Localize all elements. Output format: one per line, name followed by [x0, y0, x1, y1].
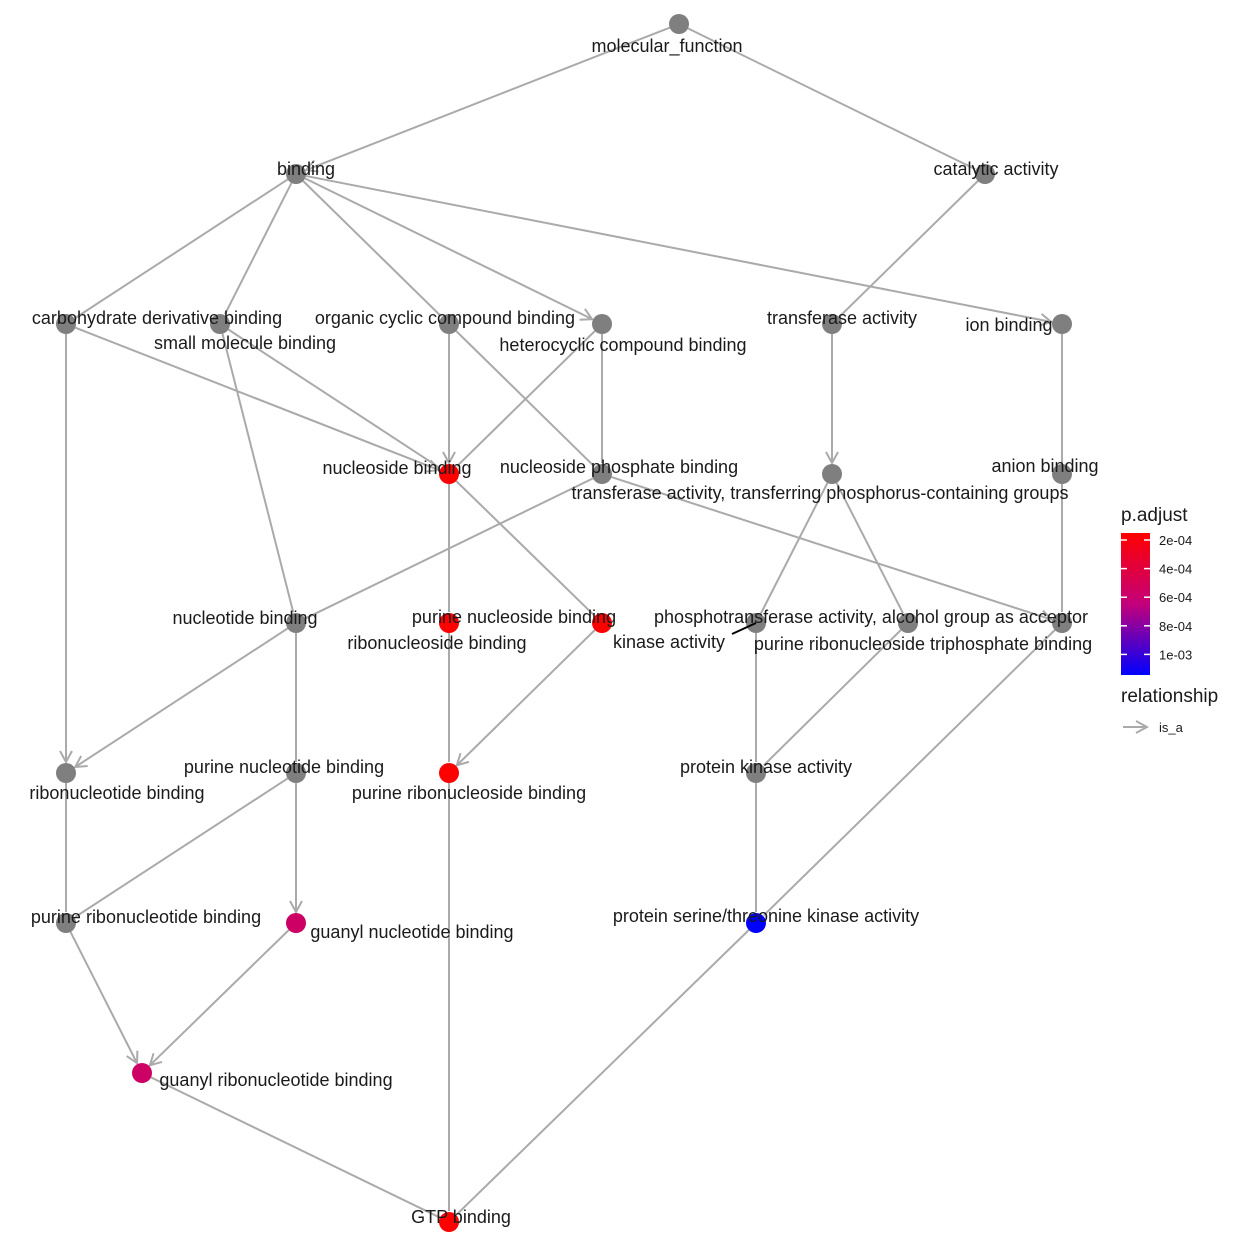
- node-proteinkinase[interactable]: [746, 763, 766, 783]
- node-label-anion: anion binding: [991, 456, 1098, 476]
- kinase-label-leader-line: [731, 622, 757, 635]
- node-label-phosphotrans: phosphotransferase activity, alcohol gro…: [654, 607, 1088, 627]
- node-purinenucleotide[interactable]: [286, 763, 306, 783]
- edge-hetero-to-nucleoside: [456, 330, 596, 468]
- node-small[interactable]: [210, 314, 230, 334]
- node-label-catalytic: catalytic activity: [933, 159, 1058, 179]
- node-label-guanylnucleotide: guanyl nucleotide binding: [310, 922, 513, 942]
- edge-nucphos-to-nucleotide: [305, 477, 594, 620]
- node-label-organic: organic cyclic compound binding: [315, 308, 575, 328]
- edge-nucphos-to-purineribotri: [611, 476, 1052, 620]
- legend-relationship-item: is_a: [1159, 720, 1184, 735]
- edge-binding-to-carb: [74, 178, 289, 319]
- node-organic[interactable]: [439, 314, 459, 334]
- node-label-nucphos: nucleoside phosphate binding: [500, 457, 738, 477]
- node-label-gtp: GTP binding: [411, 1207, 511, 1227]
- edge-small-to-nucleoside: [227, 328, 441, 469]
- node-purinenucleoside[interactable]: [592, 613, 612, 633]
- edge-serthr-to-gtp: [456, 929, 750, 1216]
- edge-binding-to-small: [224, 182, 293, 315]
- edge-guanylribonucleotide-to-gtp: [150, 1076, 440, 1219]
- node-hetero[interactable]: [592, 314, 612, 334]
- node-phosphotrans[interactable]: [898, 613, 918, 633]
- node-label-ion: ion binding: [965, 315, 1052, 335]
- node-label-nucleoside: nucleoside binding: [322, 458, 471, 478]
- legend: p.adjust 2e-04 4e-04 6e-04 8e-04 1e-03 relat…: [1121, 505, 1218, 735]
- legend-tick-label: 2e-04: [1159, 533, 1192, 548]
- node-label-ribonucleoside: ribonucleoside binding: [347, 633, 526, 653]
- edge-catalytic-to-transferase: [839, 180, 979, 318]
- node-guanylribonucleotide[interactable]: [132, 1063, 152, 1083]
- node-binding[interactable]: [286, 164, 306, 184]
- node-layer: [56, 14, 1072, 1232]
- node-label-purineribotri: purine ribonucleoside triphosphate bindi…: [754, 634, 1092, 654]
- legend-colorbar: [1121, 533, 1150, 675]
- node-gtp[interactable]: [439, 1212, 459, 1232]
- edge-layer: [66, 26, 1063, 1219]
- edge-small-to-nucleotide: [221, 333, 295, 613]
- edge-carb-to-nucleoside: [74, 326, 438, 470]
- edge-purineribotri-to-serthr: [763, 629, 1056, 917]
- node-label-ribonucleotide: ribonucleotide binding: [29, 783, 204, 803]
- edge-nucleoside-to-purinenucleoside: [455, 480, 595, 617]
- node-ion[interactable]: [1052, 314, 1072, 334]
- edge-mf-to-binding: [306, 26, 671, 170]
- edge-transphos-to-phosphotrans: [835, 482, 904, 614]
- node-label-transphos: transferase activity, transferring phosp…: [572, 483, 1069, 503]
- edge-binding-to-ion: [305, 174, 1051, 322]
- node-label-carb: carbohydrate derivative binding: [32, 308, 282, 328]
- node-catalytic[interactable]: [975, 164, 995, 184]
- edge-binding-to-hetero: [304, 177, 592, 319]
- node-purineribonucleotide[interactable]: [56, 913, 76, 933]
- node-label-hetero: heterocyclic compound binding: [499, 335, 746, 355]
- node-anion[interactable]: [1052, 464, 1072, 484]
- legend-tick-label: 4e-04: [1159, 562, 1192, 577]
- node-serthr[interactable]: [746, 913, 766, 933]
- edge-mf-to-catalytic: [687, 27, 976, 171]
- node-label-small: small molecule binding: [154, 333, 336, 353]
- node-label-serthr: protein serine/threonine kinase activity: [613, 906, 919, 926]
- node-ribonucleotide[interactable]: [56, 763, 76, 783]
- legend-tick-label: 6e-04: [1159, 590, 1192, 605]
- edge-nucleotide-to-ribonucleotide: [75, 627, 289, 767]
- node-label-mf: molecular_function: [591, 36, 742, 57]
- node-label-nucleotide: nucleotide binding: [172, 608, 317, 628]
- node-nucleoside[interactable]: [439, 464, 459, 484]
- legend-tick-label: 1e-03: [1159, 647, 1192, 662]
- node-label-kinase: kinase activity: [613, 632, 725, 652]
- node-ribonucleoside[interactable]: [439, 613, 459, 633]
- edge-binding-to-organic: [302, 180, 442, 318]
- node-label-purinenucleoside: purine nucleoside binding: [412, 607, 616, 627]
- edge-purinenucleotide-to-purineribonucleotide: [74, 777, 289, 918]
- node-transferase[interactable]: [822, 314, 842, 334]
- node-purineribonucleoside[interactable]: [439, 763, 459, 783]
- legend-tick-label: 8e-04: [1159, 619, 1192, 634]
- legend-ticks: 2e-04 4e-04 6e-04 8e-04 1e-03: [1121, 533, 1192, 662]
- node-purineribotri[interactable]: [1052, 613, 1072, 633]
- node-label-purineribonucleotide: purine ribonucleotide binding: [31, 907, 261, 927]
- node-label-proteinkinase: protein kinase activity: [680, 757, 852, 777]
- node-label-guanylribonucleotide: guanyl ribonucleotide binding: [159, 1070, 392, 1090]
- node-label-transferase: transferase activity: [767, 308, 917, 328]
- edge-purinenucleoside-to-purineribonucleoside: [457, 629, 596, 765]
- edge-phosphotrans-to-proteinkinase: [763, 629, 902, 766]
- edge-guanylnucleotide-to-guanylribonucleotide: [150, 929, 290, 1065]
- node-label-binding: binding: [277, 159, 335, 179]
- node-guanylnucleotide[interactable]: [286, 913, 306, 933]
- edge-purineribonucleotide-to-guanylribonucleotide: [69, 931, 138, 1063]
- node-nucphos[interactable]: [592, 464, 612, 484]
- legend-relationship-title: relationship: [1121, 686, 1218, 707]
- legend-color-title: p.adjust: [1121, 505, 1188, 526]
- node-transphos[interactable]: [822, 464, 842, 484]
- node-mf[interactable]: [669, 14, 689, 34]
- edge-transphos-to-kinase: [760, 482, 829, 614]
- node-label-purineribonucleoside: purine ribonucleoside binding: [352, 783, 586, 803]
- node-label-purinenucleotide: purine nucleotide binding: [184, 757, 384, 777]
- node-carb[interactable]: [56, 314, 76, 334]
- node-nucleotide[interactable]: [286, 613, 306, 633]
